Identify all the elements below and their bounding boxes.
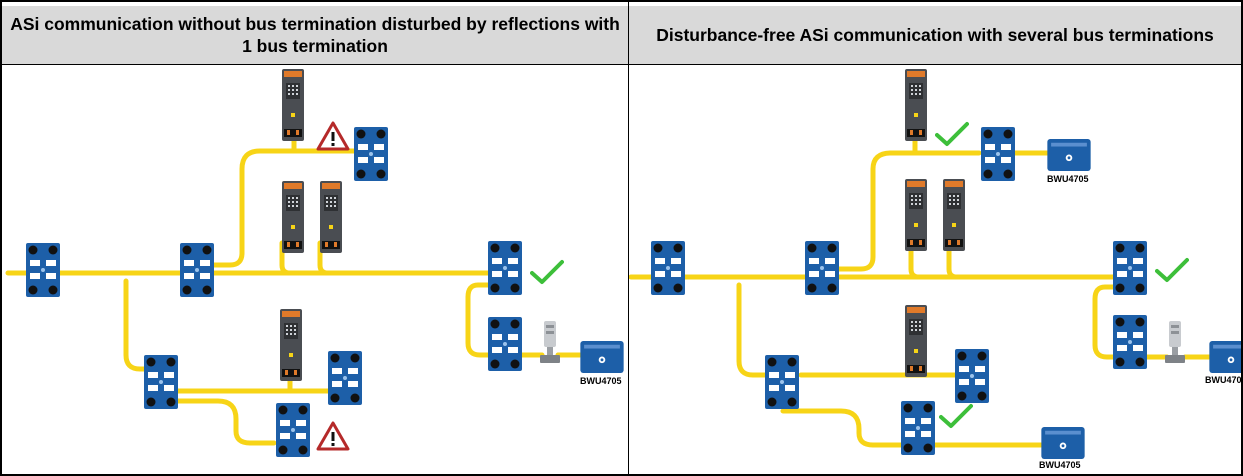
- left-module-top: [354, 127, 388, 181]
- left-check-icon: [530, 260, 564, 284]
- left-slave-top: [282, 69, 304, 141]
- border-right: [1241, 0, 1243, 476]
- right-bwu-label-top: BWU4705: [1047, 174, 1089, 184]
- right-bwu-box-top: [1047, 139, 1091, 171]
- right-module-lower-1: [765, 355, 799, 409]
- border-top: [0, 0, 1243, 2]
- left-module-right-lower: [488, 317, 522, 371]
- right-bwu-box-right: [1209, 341, 1241, 373]
- left-terminator: [540, 321, 560, 363]
- left-bwu-label: BWU4705: [580, 376, 622, 386]
- left-module-right: [488, 241, 522, 295]
- right-bwu-label-bottom: BWU4705: [1039, 460, 1081, 470]
- left-slave-mid-2: [320, 181, 342, 253]
- left-cables: [5, 132, 583, 446]
- right-slave-top: [905, 69, 927, 141]
- right-module-lower-2: [955, 349, 989, 403]
- right-module-top: [981, 127, 1015, 181]
- right-cables: [629, 134, 1212, 448]
- left-slave-mid-1: [282, 181, 304, 253]
- left-module-lower-1: [144, 355, 178, 409]
- right-slave-mid-1: [905, 179, 927, 251]
- right-module-1: [651, 241, 685, 295]
- left-module-bottom: [276, 403, 310, 457]
- right-module-bottom: [901, 401, 935, 455]
- right-check-icon-top: [935, 122, 969, 146]
- right-slave-lower: [905, 305, 927, 377]
- border-left: [0, 0, 2, 476]
- left-module-2: [180, 243, 214, 297]
- left-module-1: [26, 243, 60, 297]
- left-warning-icon-bottom: [316, 421, 350, 451]
- right-terminator: [1165, 321, 1185, 363]
- header-left: ASi communication without bus terminatio…: [2, 6, 628, 64]
- right-slave-mid-2: [943, 179, 965, 251]
- right-bwu-label-right: BWU470: [1205, 375, 1241, 385]
- right-bwu-box-bottom: [1041, 427, 1085, 459]
- left-warning-icon-top: [316, 121, 350, 151]
- right-check-icon-right: [1155, 258, 1189, 282]
- right-module-right-lower: [1113, 315, 1147, 369]
- right-module-2: [805, 241, 839, 295]
- left-module-lower-2: [328, 351, 362, 405]
- right-module-right: [1113, 241, 1147, 295]
- border-header-bottom: [0, 64, 1243, 65]
- left-bwu-box: [580, 341, 624, 373]
- border-bottom: [0, 474, 1243, 476]
- left-diagram: BWU4705: [5, 69, 624, 457]
- right-diagram: BWU4705 BWU470 BWU4705: [629, 69, 1241, 470]
- border-middle: [628, 0, 629, 476]
- left-slave-lower: [280, 309, 302, 381]
- header-right: Disturbance-free ASi communication with …: [629, 6, 1241, 64]
- right-check-icon-bottom: [939, 404, 973, 428]
